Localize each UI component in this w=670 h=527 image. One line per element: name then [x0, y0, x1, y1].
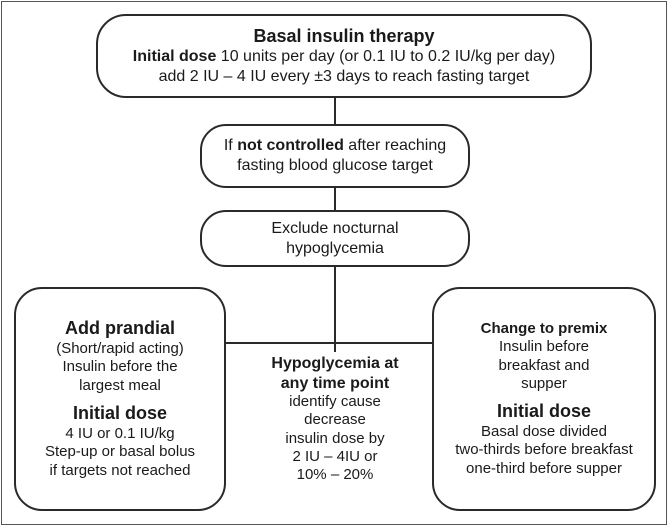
- prandial-line3: largest meal: [79, 376, 161, 394]
- premix-line1: Insulin before: [498, 338, 590, 356]
- connector-exclude-to-hub: [334, 266, 336, 343]
- connector-hub-to-hypo: [334, 342, 336, 352]
- not-controlled-suffix: after reaching: [343, 137, 447, 155]
- not-controlled-box: If not controlled after reaching fasting…: [200, 124, 470, 188]
- exclude-hypoglycemia-box: Exclude nocturnal hypoglycemia: [200, 210, 470, 267]
- basal-initial-dose-line: Initial dose 10 units per day (or 0.1 IU…: [133, 47, 555, 67]
- connector-basal-to-notcontrolled: [334, 97, 336, 124]
- prandial-dose1: 4 IU or 0.1 IU/kg: [65, 424, 175, 442]
- basal-dose-label: Initial dose: [132, 48, 217, 66]
- hypo-line3: insulin dose by: [285, 429, 385, 447]
- prandial-dose-title: Initial dose: [72, 403, 168, 423]
- premix-dose1: Basal dose divided: [481, 423, 607, 441]
- basal-titration: add 2 IU – 4 IU every ±3 days to reach f…: [158, 67, 530, 85]
- hypo-title2: any time point: [280, 374, 390, 392]
- change-to-premix-box: Change to premix Insulin before breakfas…: [432, 287, 656, 511]
- hypo-line2: decrease: [304, 411, 366, 429]
- hypo-line4: 2 IU – 4IU or: [292, 447, 378, 465]
- premix-title: Change to premix: [480, 319, 608, 337]
- hypo-line5: 10% – 20%: [296, 466, 374, 484]
- premix-dose3: one-third before supper: [466, 459, 622, 477]
- hypo-title1: Hypoglycemia at: [271, 355, 399, 372]
- hypoglycemia-text-block: Hypoglycemia at any time point identify …: [246, 354, 424, 485]
- not-controlled-bold: not controlled: [237, 137, 344, 155]
- premix-dose-title: Initial dose: [496, 401, 592, 422]
- premix-dose2: two-thirds before breakfast: [455, 441, 633, 459]
- basal-dose-text: 10 units per day (or 0.1 IU to 0.2 IU/kg…: [216, 48, 556, 66]
- premix-line2: breakfast and: [498, 356, 590, 374]
- prandial-dose3: if targets not reached: [49, 461, 191, 479]
- basal-therapy-box: Basal insulin therapy Initial dose 10 un…: [96, 14, 592, 98]
- prandial-title: Add prandial: [64, 318, 175, 339]
- basal-title: Basal insulin therapy: [253, 25, 435, 46]
- exclude-line1: Exclude nocturnal: [271, 219, 399, 237]
- connector-hub-horizontal: [225, 342, 433, 344]
- add-prandial-box: Add prandial (Short/rapid acting) Insuli…: [14, 287, 226, 511]
- not-controlled-prefix: If: [223, 137, 238, 155]
- premix-line3: supper: [521, 374, 567, 392]
- not-controlled-line1: If not controlled after reaching: [224, 136, 446, 156]
- prandial-dose2: Step-up or basal bolus: [44, 443, 196, 461]
- exclude-line2: hypoglycemia: [286, 239, 384, 257]
- connector-notcontrolled-to-exclude: [334, 187, 336, 211]
- prandial-line1: (Short/rapid acting): [56, 340, 184, 358]
- not-controlled-line2: fasting blood glucose target: [237, 157, 433, 174]
- hypo-line1: identify cause: [289, 393, 381, 411]
- prandial-line2: Insulin before the: [62, 358, 178, 376]
